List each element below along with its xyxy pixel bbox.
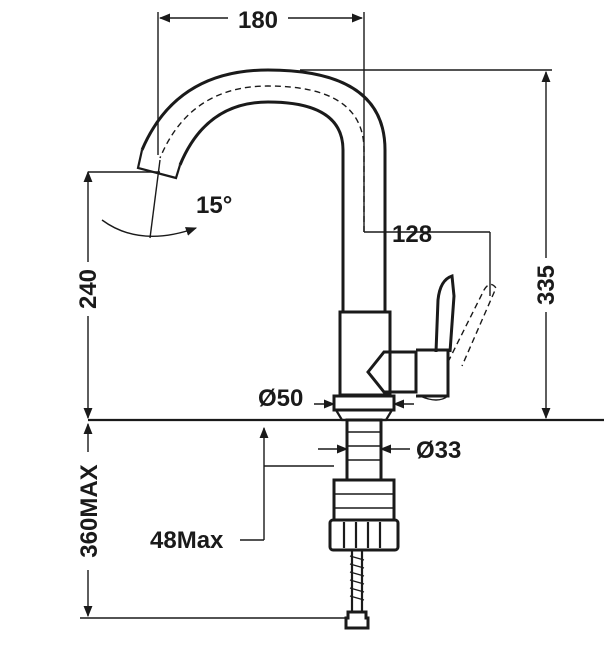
faucet-body	[136, 68, 497, 422]
spout-inner-edge	[178, 100, 345, 232]
dimension-total-height: 335	[300, 69, 560, 420]
spout-outer-edge	[140, 68, 387, 232]
mounting-nut	[332, 478, 396, 522]
dim-label-handle-offset: 128	[392, 221, 432, 248]
dim-label-spout-reach: 180	[238, 7, 278, 34]
dimension-base-diameter: Ø50	[258, 385, 414, 412]
dim-label-total-height: 335	[533, 265, 560, 305]
mounting-assembly	[328, 418, 400, 630]
dimension-swivel-angle: 15°	[88, 159, 232, 239]
dim-label-spout-height: 240	[75, 269, 102, 309]
dim-label-swivel-angle: 15°	[196, 192, 232, 219]
rod-thread	[349, 555, 365, 601]
dimension-handle-offset: 128	[364, 221, 491, 296]
aerator-tip	[136, 149, 182, 180]
dim-label-max-hose-length: 360MAX	[76, 464, 103, 557]
handle-body	[416, 348, 450, 398]
hose-fitting	[344, 610, 370, 630]
spout-centerline	[159, 85, 365, 232]
shank	[345, 418, 383, 482]
dim-label-max-counter-thickness: 48Max	[150, 527, 224, 554]
dimension-spout-height: 240	[74, 170, 102, 420]
handle-lever	[434, 273, 456, 353]
dimension-spout-reach: 180	[157, 4, 365, 232]
handle-lever-alt-position	[447, 283, 497, 367]
dimension-max-hose-length: 360MAX	[74, 422, 346, 619]
base-ring	[332, 394, 396, 412]
dimension-shank-diameter: Ø33	[318, 437, 461, 464]
base-lever-shadow	[419, 395, 449, 401]
dimension-max-counter-thickness: 48Max	[150, 426, 334, 554]
nut-ring	[328, 518, 400, 552]
handle-cartridge	[366, 350, 418, 394]
dim-label-shank-diameter: Ø33	[416, 437, 461, 464]
dim-label-base-diameter: Ø50	[258, 385, 303, 412]
